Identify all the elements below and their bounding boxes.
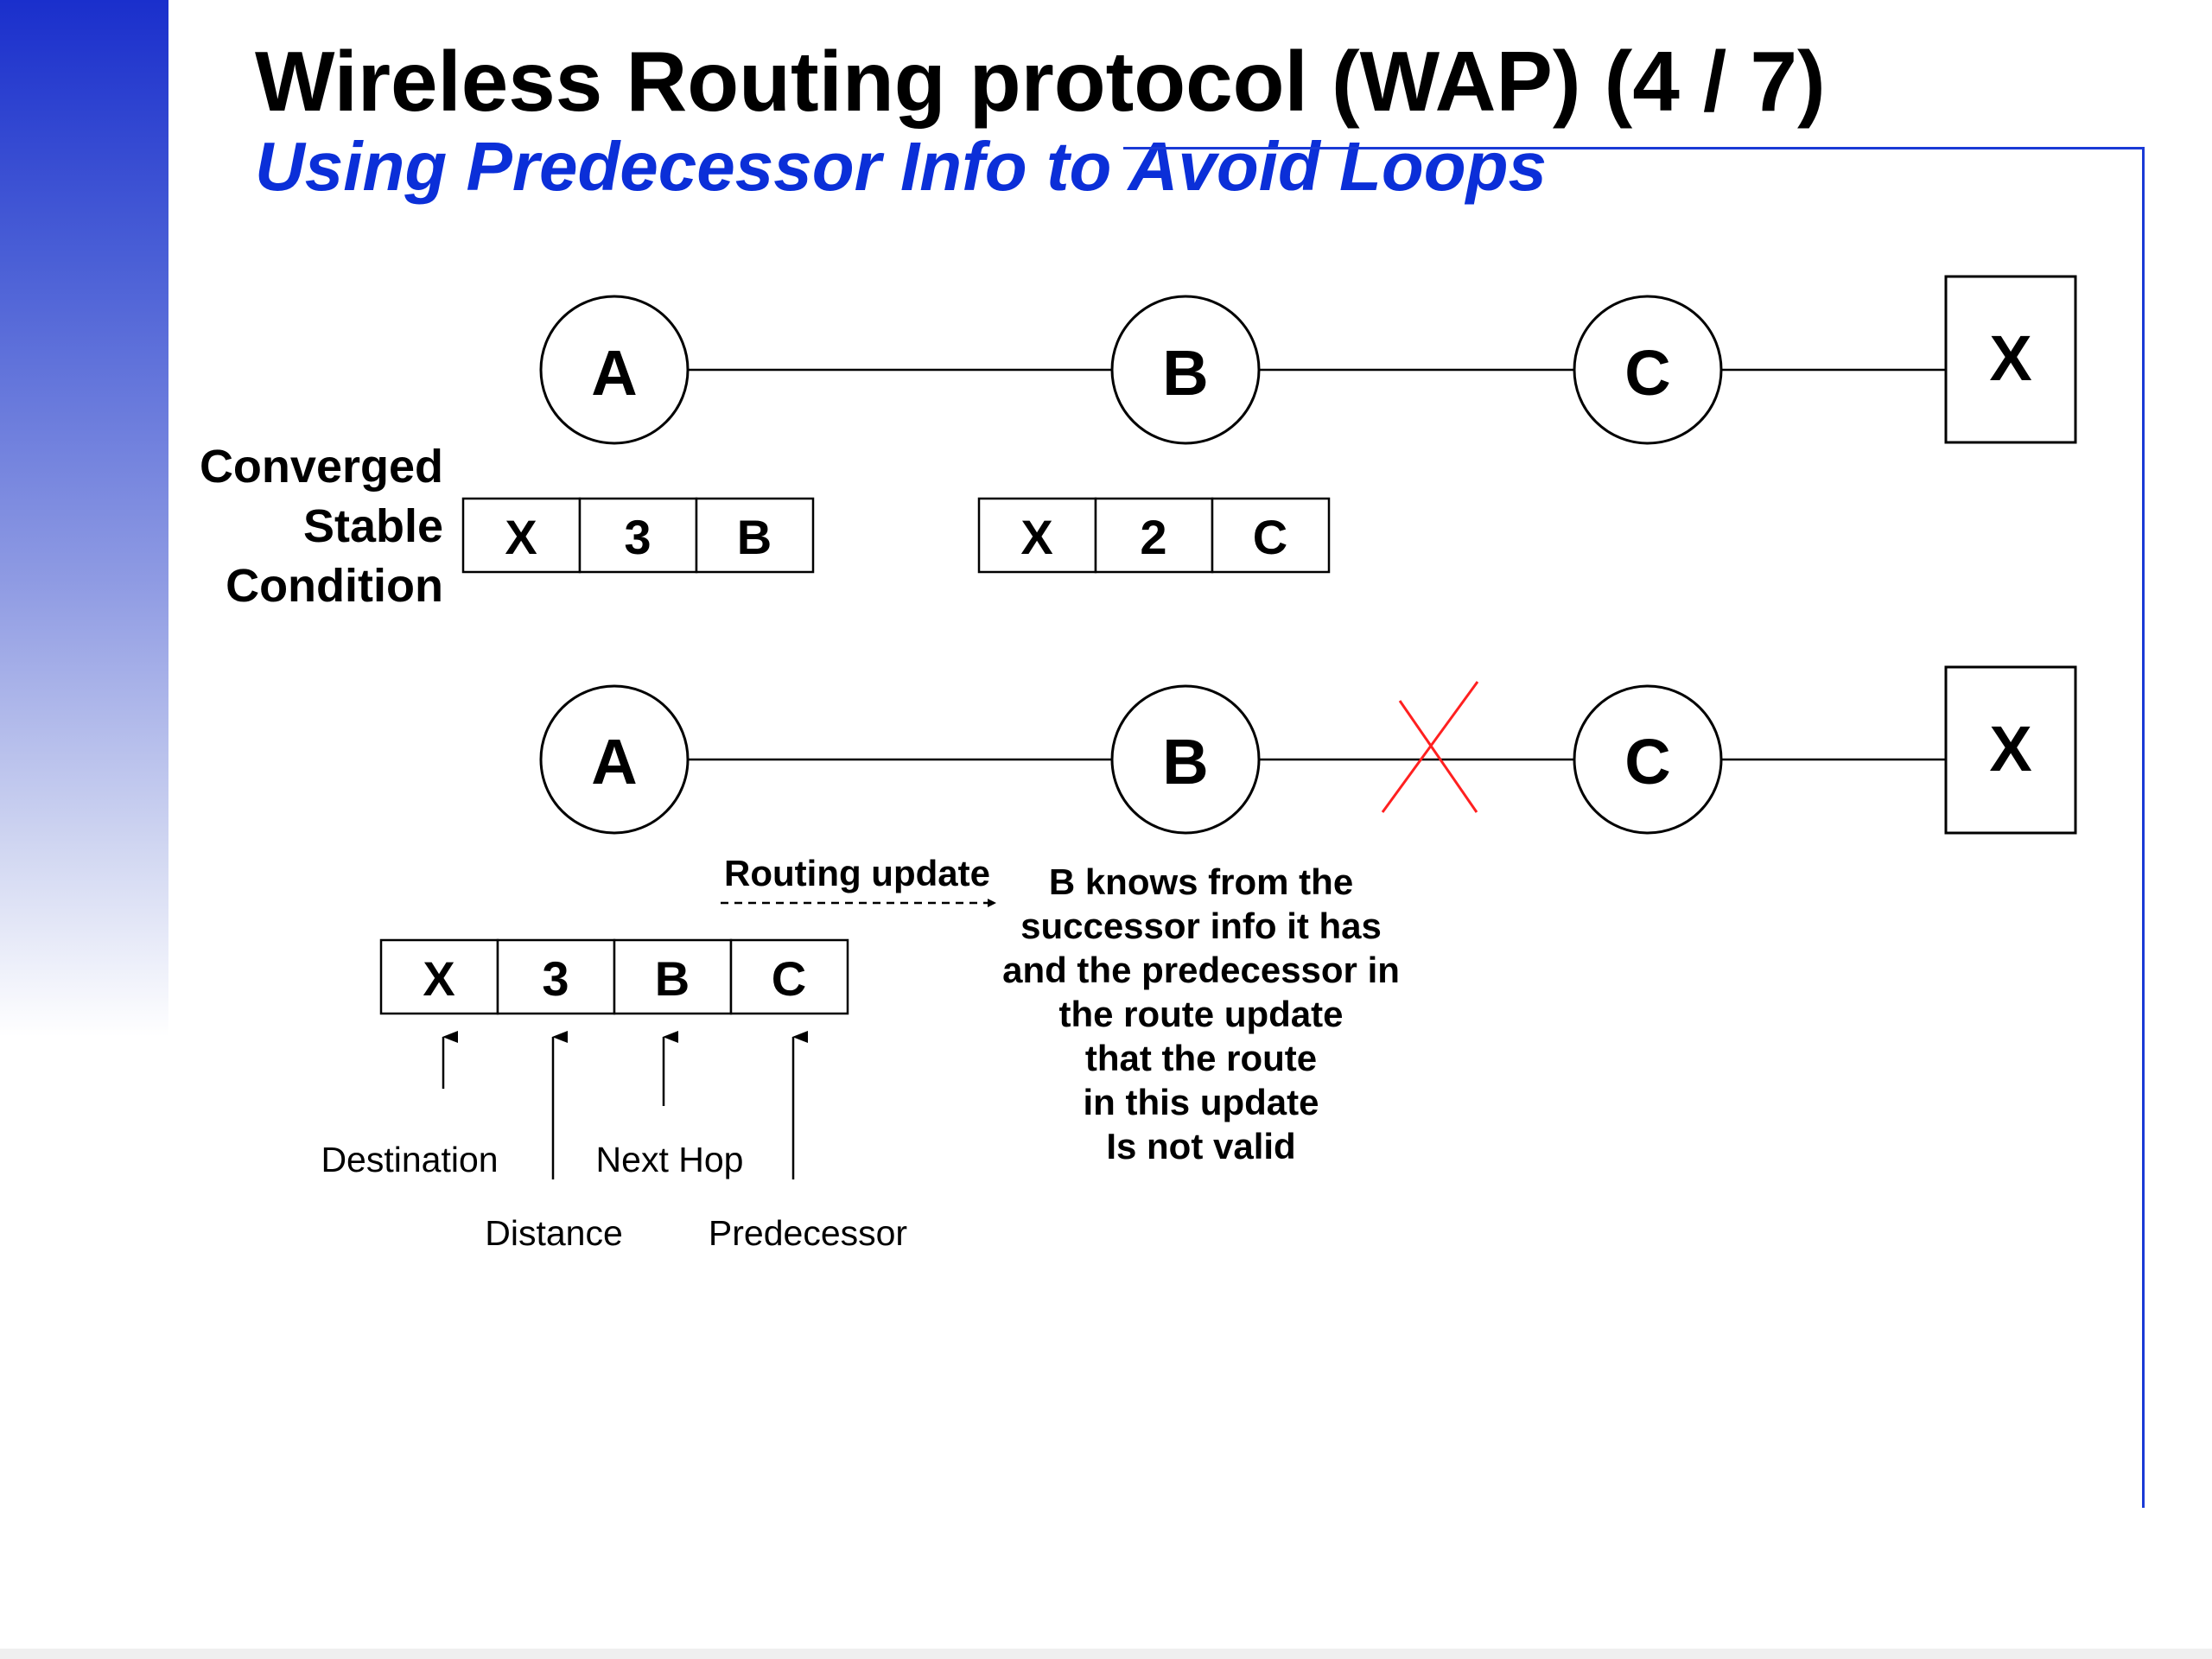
update-cell-destination: [379, 938, 499, 1015]
slide-subtitle: Using Predecessor Info to Avoid Loops: [255, 128, 1547, 205]
table-a-value-3: B: [737, 510, 772, 564]
routing-update-label: Routing update: [724, 853, 990, 893]
bottom-topology: A B C X: [539, 665, 2077, 835]
table-b-value-2: 2: [1140, 510, 1166, 564]
table-a-value-1: X: [505, 510, 537, 564]
stable-condition-label: Converged Stable Condition: [200, 441, 443, 612]
update-value-distance: 3: [542, 951, 569, 1006]
update-cell-next-hop: [613, 938, 733, 1015]
bottom-node-c-label: C: [1624, 726, 1670, 798]
stable-label-line-1: Converged: [200, 441, 443, 493]
table-b-value-3: C: [1253, 510, 1287, 564]
update-value-next-hop: B: [655, 951, 690, 1006]
bottom-node-b-label: B: [1162, 726, 1208, 798]
bottom-node-c: [1573, 684, 1723, 835]
table-a-value-2: 3: [624, 510, 651, 564]
field-label-distance: Distance: [485, 1213, 623, 1253]
top-node-a-label: A: [591, 337, 637, 409]
table-b-cell-3: [1211, 497, 1331, 574]
frame-right-line: [2142, 147, 2145, 1508]
explanation-line-5: that the route: [1085, 1038, 1317, 1078]
bottom-node-a-label: A: [591, 726, 637, 798]
explanation-text: B knows from the successor info it has a…: [1002, 861, 1400, 1166]
top-node-c: [1573, 295, 1723, 445]
top-node-c-label: C: [1624, 337, 1670, 409]
field-label-next-hop: Next Hop: [596, 1140, 744, 1179]
stable-label-line-2: Stable: [303, 500, 443, 552]
table-a-cell-1: [461, 497, 582, 574]
stable-label-line-3: Condition: [226, 560, 443, 612]
bottom-destination-box: [1944, 665, 2077, 835]
explanation-line-1: B knows from the: [1049, 861, 1353, 902]
explanation-line-3: and the predecessor in: [1002, 950, 1400, 990]
routing-table-a: X 3 B: [461, 497, 815, 574]
broken-link-x-icon: [1381, 681, 1479, 813]
bottom-node-a: [539, 684, 690, 835]
update-cell-distance: [496, 938, 616, 1015]
update-value-destination: X: [423, 951, 454, 1006]
top-topology: A B C X: [539, 275, 2077, 445]
table-a-cell-2: [578, 497, 698, 574]
slide-title: Wireless Routing protocol (WAP) (4 / 7): [255, 34, 1826, 129]
sidebar-gradient-bar: [0, 0, 168, 1296]
top-destination-label: X: [1989, 322, 2031, 394]
explanation-line-4: the route update: [1058, 994, 1343, 1034]
explanation-line-7: Is not valid: [1106, 1126, 1295, 1166]
field-pointer-arrows: [442, 1031, 808, 1179]
update-value-predecessor: C: [772, 951, 806, 1006]
field-label-predecessor: Predecessor: [709, 1213, 907, 1253]
explanation-line-6: in this update: [1084, 1082, 1319, 1122]
top-destination-box: [1944, 275, 2077, 444]
bottom-bar: [0, 1649, 2212, 1659]
update-cell-predecessor: [729, 938, 849, 1015]
top-node-b-label: B: [1162, 337, 1208, 409]
routing-table-b: X 2 C: [977, 497, 1331, 574]
update-entry: X 3 B C: [379, 938, 849, 1015]
table-a-cell-3: [695, 497, 815, 574]
top-node-b: [1110, 295, 1261, 445]
bottom-node-b: [1110, 684, 1261, 835]
table-b-cell-1: [977, 497, 1097, 574]
explanation-line-2: successor info it has: [1020, 906, 1382, 946]
bottom-destination-label: X: [1989, 713, 2031, 785]
frame-top-line: [1123, 147, 2145, 149]
table-b-value-1: X: [1020, 510, 1052, 564]
top-node-a: [539, 295, 690, 445]
field-label-destination: Destination: [321, 1140, 498, 1179]
field-labels: Destination Next Hop Distance Predecesso…: [321, 1140, 907, 1253]
